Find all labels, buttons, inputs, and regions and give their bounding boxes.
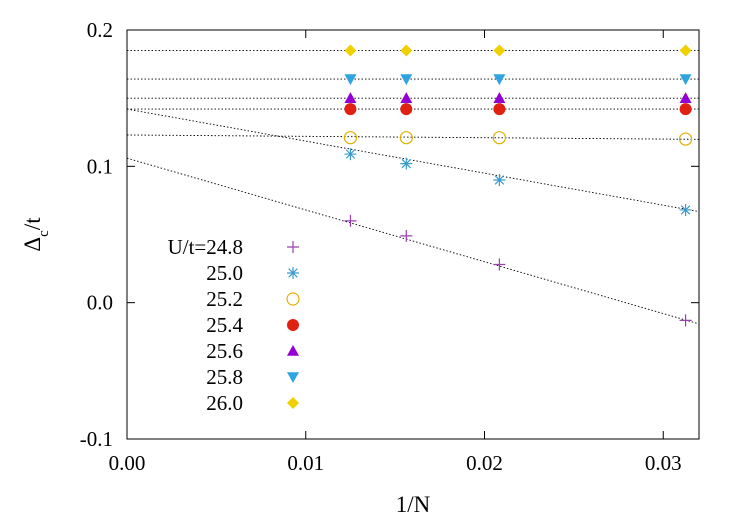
y-tick-label: 0.0	[87, 291, 113, 315]
data-point	[493, 173, 506, 186]
plot-frame	[126, 29, 700, 440]
legend: U/t=24.825.025.225.425.625.826.0	[168, 235, 300, 415]
y-tick-label: 0.2	[87, 18, 113, 42]
data-point	[493, 258, 506, 271]
data-point	[493, 92, 506, 103]
legend-marker	[287, 267, 299, 279]
legend-marker	[287, 397, 299, 409]
y-axis-label: Δc/t	[20, 217, 52, 252]
data-points	[343, 44, 693, 327]
data-point	[493, 103, 506, 116]
data-point	[679, 44, 692, 57]
legend-marker	[287, 319, 299, 331]
x-tick-label: 0.02	[466, 451, 503, 475]
data-point	[399, 131, 413, 145]
legend-label: 26.0	[206, 391, 243, 415]
data-point	[400, 157, 413, 170]
y-tick-label: -0.1	[80, 427, 113, 451]
data-point	[678, 132, 693, 146]
fit-line	[126, 134, 700, 140]
legend-label: 25.8	[206, 365, 243, 389]
x-tick-label: 0.01	[287, 451, 324, 475]
data-point	[343, 131, 358, 145]
data-point	[679, 103, 692, 116]
legend-label: 25.2	[206, 287, 243, 311]
legend-marker	[286, 292, 300, 306]
x-axis-ticks: 0.00 0.01 0.02 0.03	[109, 30, 682, 475]
data-point	[400, 44, 413, 57]
x-tick-label: 0.00	[109, 451, 146, 475]
legend-label: 25.6	[206, 339, 243, 363]
y-axis-label-main: Δ	[20, 237, 45, 252]
data-point	[344, 74, 357, 86]
data-point	[344, 214, 357, 227]
fit-line	[126, 157, 700, 325]
y-axis-ticks: -0.1 0.0 0.1 0.2	[80, 18, 699, 451]
legend-label: U/t=24.8	[168, 235, 243, 259]
fit-lines	[126, 50, 700, 325]
data-point	[679, 92, 692, 103]
data-point	[679, 314, 692, 327]
data-point	[400, 229, 413, 242]
data-point	[493, 44, 506, 57]
legend-label: 25.4	[206, 313, 243, 337]
data-point	[679, 203, 692, 216]
y-axis-label-sub: c	[36, 230, 52, 237]
legend-label: 25.0	[206, 261, 243, 285]
data-point	[344, 92, 357, 103]
y-tick-label: 0.1	[87, 154, 113, 178]
legend-marker	[287, 372, 299, 383]
data-point	[344, 148, 357, 161]
data-point	[344, 103, 357, 116]
x-tick-label: 0.03	[645, 451, 682, 475]
data-point	[400, 92, 413, 103]
x-axis-label: 1/N	[396, 492, 431, 517]
y-axis-label-tail: /t	[20, 217, 45, 230]
data-point	[493, 74, 506, 86]
legend-marker	[287, 241, 299, 253]
data-point	[400, 103, 413, 116]
fit-line	[126, 108, 700, 213]
data-point	[492, 131, 506, 145]
data-point	[344, 44, 357, 57]
data-point	[679, 74, 692, 86]
data-point	[400, 74, 413, 86]
legend-marker	[287, 345, 299, 356]
